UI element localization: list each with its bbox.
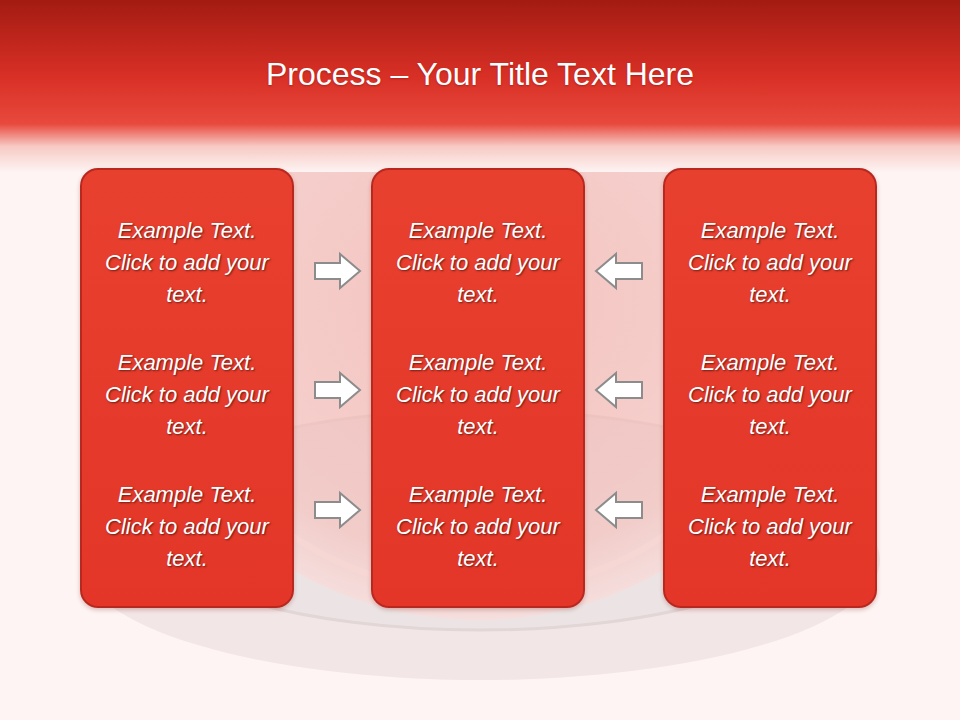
box-text: Example Text. Click to add your text. — [98, 215, 276, 311]
block-arrow — [596, 373, 642, 407]
box-text: Example Text. Click to add your text. — [681, 215, 859, 311]
process-box: Example Text. Click to add your text. Exa… — [663, 168, 877, 608]
box-text: Example Text. Click to add your text. — [389, 215, 567, 311]
process-box: Example Text. Click to add your text. Exa… — [80, 168, 294, 608]
slide-title: Process – Your Title Text Here — [0, 52, 960, 96]
block-arrow — [315, 493, 360, 527]
block-arrow — [596, 493, 642, 527]
box-text: Example Text. Click to add your text. — [681, 479, 859, 575]
box-text: Example Text. Click to add your text. — [389, 347, 567, 443]
block-arrow — [596, 254, 642, 288]
box-text: Example Text. Click to add your text. — [98, 347, 276, 443]
header-band — [0, 0, 960, 172]
block-arrow — [315, 254, 360, 288]
block-arrow — [315, 373, 360, 407]
box-text: Example Text. Click to add your text. — [681, 347, 859, 443]
process-box: Example Text. Click to add your text. Exa… — [371, 168, 585, 608]
box-text: Example Text. Click to add your text. — [389, 479, 567, 575]
box-text: Example Text. Click to add your text. — [98, 479, 276, 575]
